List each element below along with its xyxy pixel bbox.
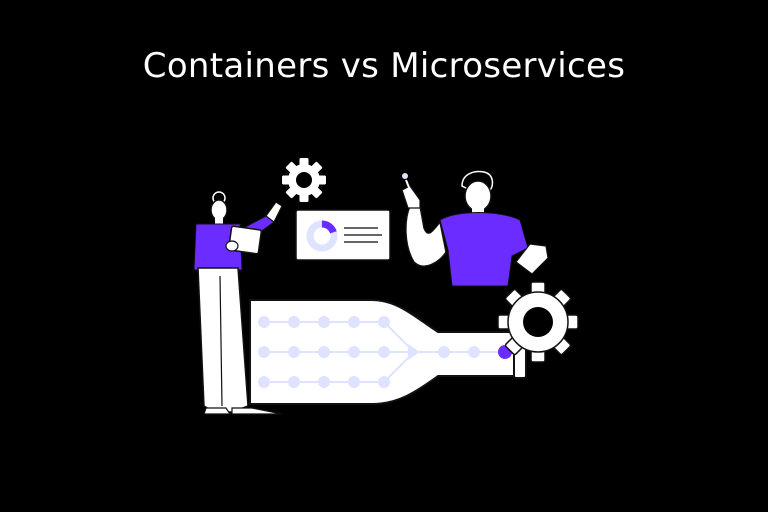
node [378, 376, 390, 388]
gear-icon [497, 281, 579, 363]
node [318, 346, 330, 358]
node [318, 316, 330, 328]
node [288, 316, 300, 328]
page-title: Containers vs Microservices [142, 46, 626, 86]
node [348, 376, 360, 388]
node [258, 376, 270, 388]
node [258, 346, 270, 358]
person-pointing [401, 170, 549, 287]
dashboard-card [295, 209, 391, 261]
donut-chart-icon [306, 220, 338, 252]
pipeline-nodes [258, 316, 480, 388]
node [468, 346, 480, 358]
node [378, 316, 390, 328]
node [288, 346, 300, 358]
gear-icon [282, 158, 326, 202]
node [378, 346, 390, 358]
node [258, 316, 270, 328]
person-with-tablet [193, 191, 283, 415]
node [348, 346, 360, 358]
node [438, 346, 450, 358]
node [318, 376, 330, 388]
node [348, 316, 360, 328]
node [288, 376, 300, 388]
arrow-icon [408, 344, 420, 360]
